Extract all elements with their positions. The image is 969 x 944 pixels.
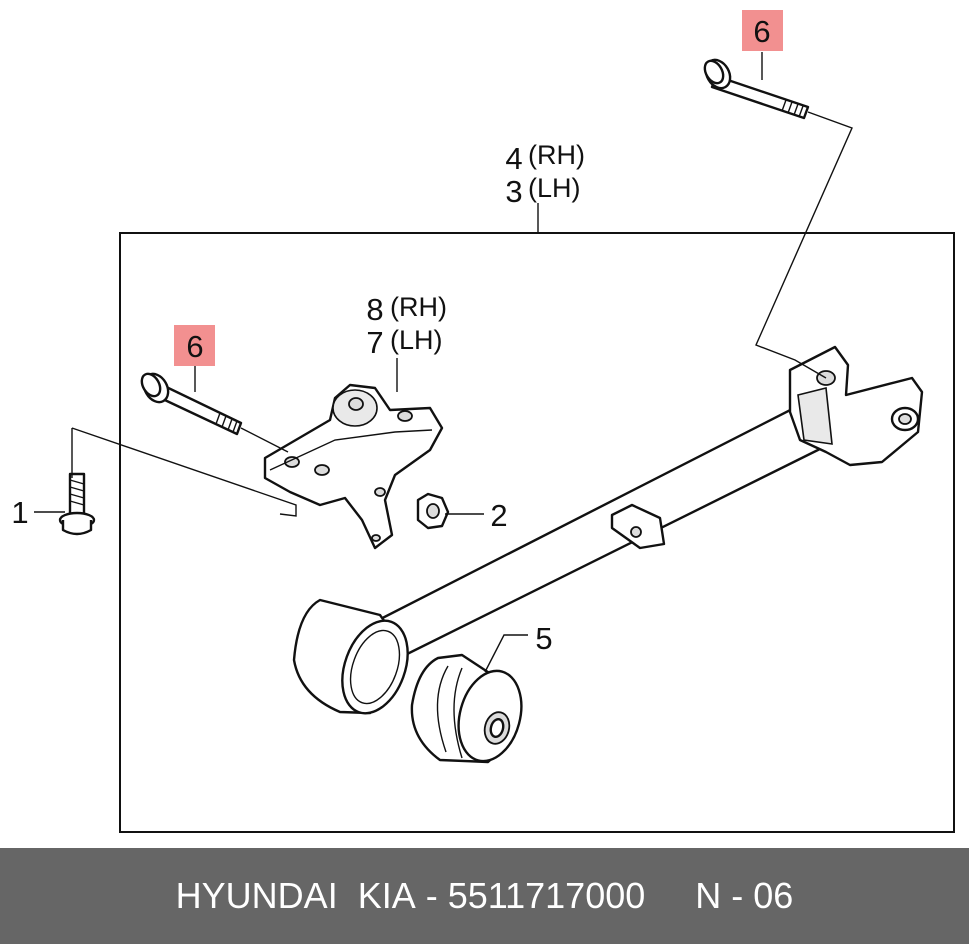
assembly-frame [119,232,955,833]
footer-gap [645,875,695,917]
highlight-top-bolt-callout [742,10,783,51]
left-bolt[interactable] [138,370,243,436]
highlight-left-bolt-callout [174,325,215,366]
callout-small-bolt[interactable]: 1 [11,495,28,530]
parts-diagram: 6 6 4 (RH) 3 (LH) 8 (RH) 7 (LH) 1 2 5 [11,10,955,833]
callout-bracket-rh-number[interactable]: 8 [366,292,383,327]
footer-separator: - [415,875,448,916]
small-bolt[interactable] [58,472,96,536]
leader-small-bolt [71,427,297,517]
leader-left-bolt-mount [240,427,289,453]
nut[interactable] [416,492,450,530]
footer-page-code: N - 06 [695,875,794,916]
callout-nut[interactable]: 2 [490,498,507,533]
leader-bushing [484,634,528,673]
callout-bracket-lh-side: (LH) [390,325,443,355]
bushing-sleeve[interactable] [292,598,420,722]
callout-beam-lh-number[interactable]: 3 [505,174,522,209]
callout-beam-rh-side: (RH) [528,140,585,170]
callout-bracket-lh-number[interactable]: 7 [366,325,383,360]
footer-bar: HYUNDAI KIA - 5511717000 N - 06 [0,848,969,944]
bushing[interactable] [410,653,531,768]
leader-top-bolt-mount [755,111,853,379]
callout-bushing[interactable]: 5 [535,621,552,656]
footer-brand: HYUNDAI KIA [175,875,416,916]
mounting-bracket[interactable] [263,383,444,550]
footer-part-number[interactable]: 5511717000 [447,875,646,916]
callout-beam-rh-number[interactable]: 4 [505,141,522,176]
callout-left-bolt[interactable]: 6 [186,329,203,364]
callout-beam-lh-side: (LH) [528,173,581,203]
callout-top-bolt[interactable]: 6 [753,14,770,49]
top-bolt[interactable] [701,56,810,120]
callout-bracket-rh-side: (RH) [390,292,447,322]
